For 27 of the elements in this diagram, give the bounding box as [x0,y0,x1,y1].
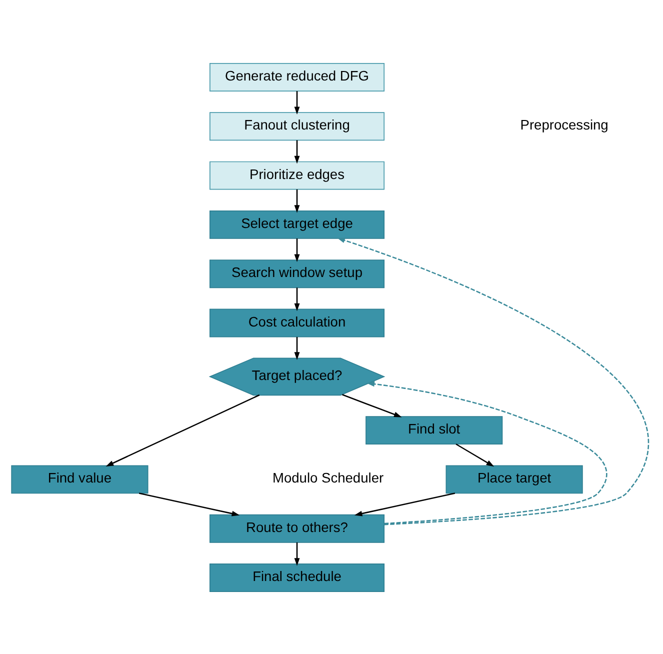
arrow [294,238,300,262]
arrow [294,188,300,212]
label: Modulo Scheduler [272,470,384,486]
node-box: Select target edge [209,210,385,238]
node-box: Find slot [366,416,503,444]
arrow [354,492,456,516]
arrow [294,336,300,360]
arrow [456,443,494,466]
arrow [294,287,300,311]
node-box: Final schedule [209,563,385,592]
arrow [294,542,300,566]
node-box: Place target [446,464,583,494]
arrow [138,492,240,516]
arrow [294,90,300,114]
label: Preprocessing [520,117,608,132]
arrow [342,394,402,417]
node-box: Route to others? [209,514,385,542]
arrow [106,394,260,466]
arrow [294,140,300,164]
node-box: Search window setup [209,259,385,288]
node-box: Prioritize edges [209,160,385,190]
node-box: Cost calculation [209,308,385,337]
node-box: Generate reduced DFG [209,62,385,91]
arrow [337,237,648,525]
arrow [366,380,607,524]
node-box: Fanout clustering [209,112,385,140]
node-box: Find value [11,464,148,494]
